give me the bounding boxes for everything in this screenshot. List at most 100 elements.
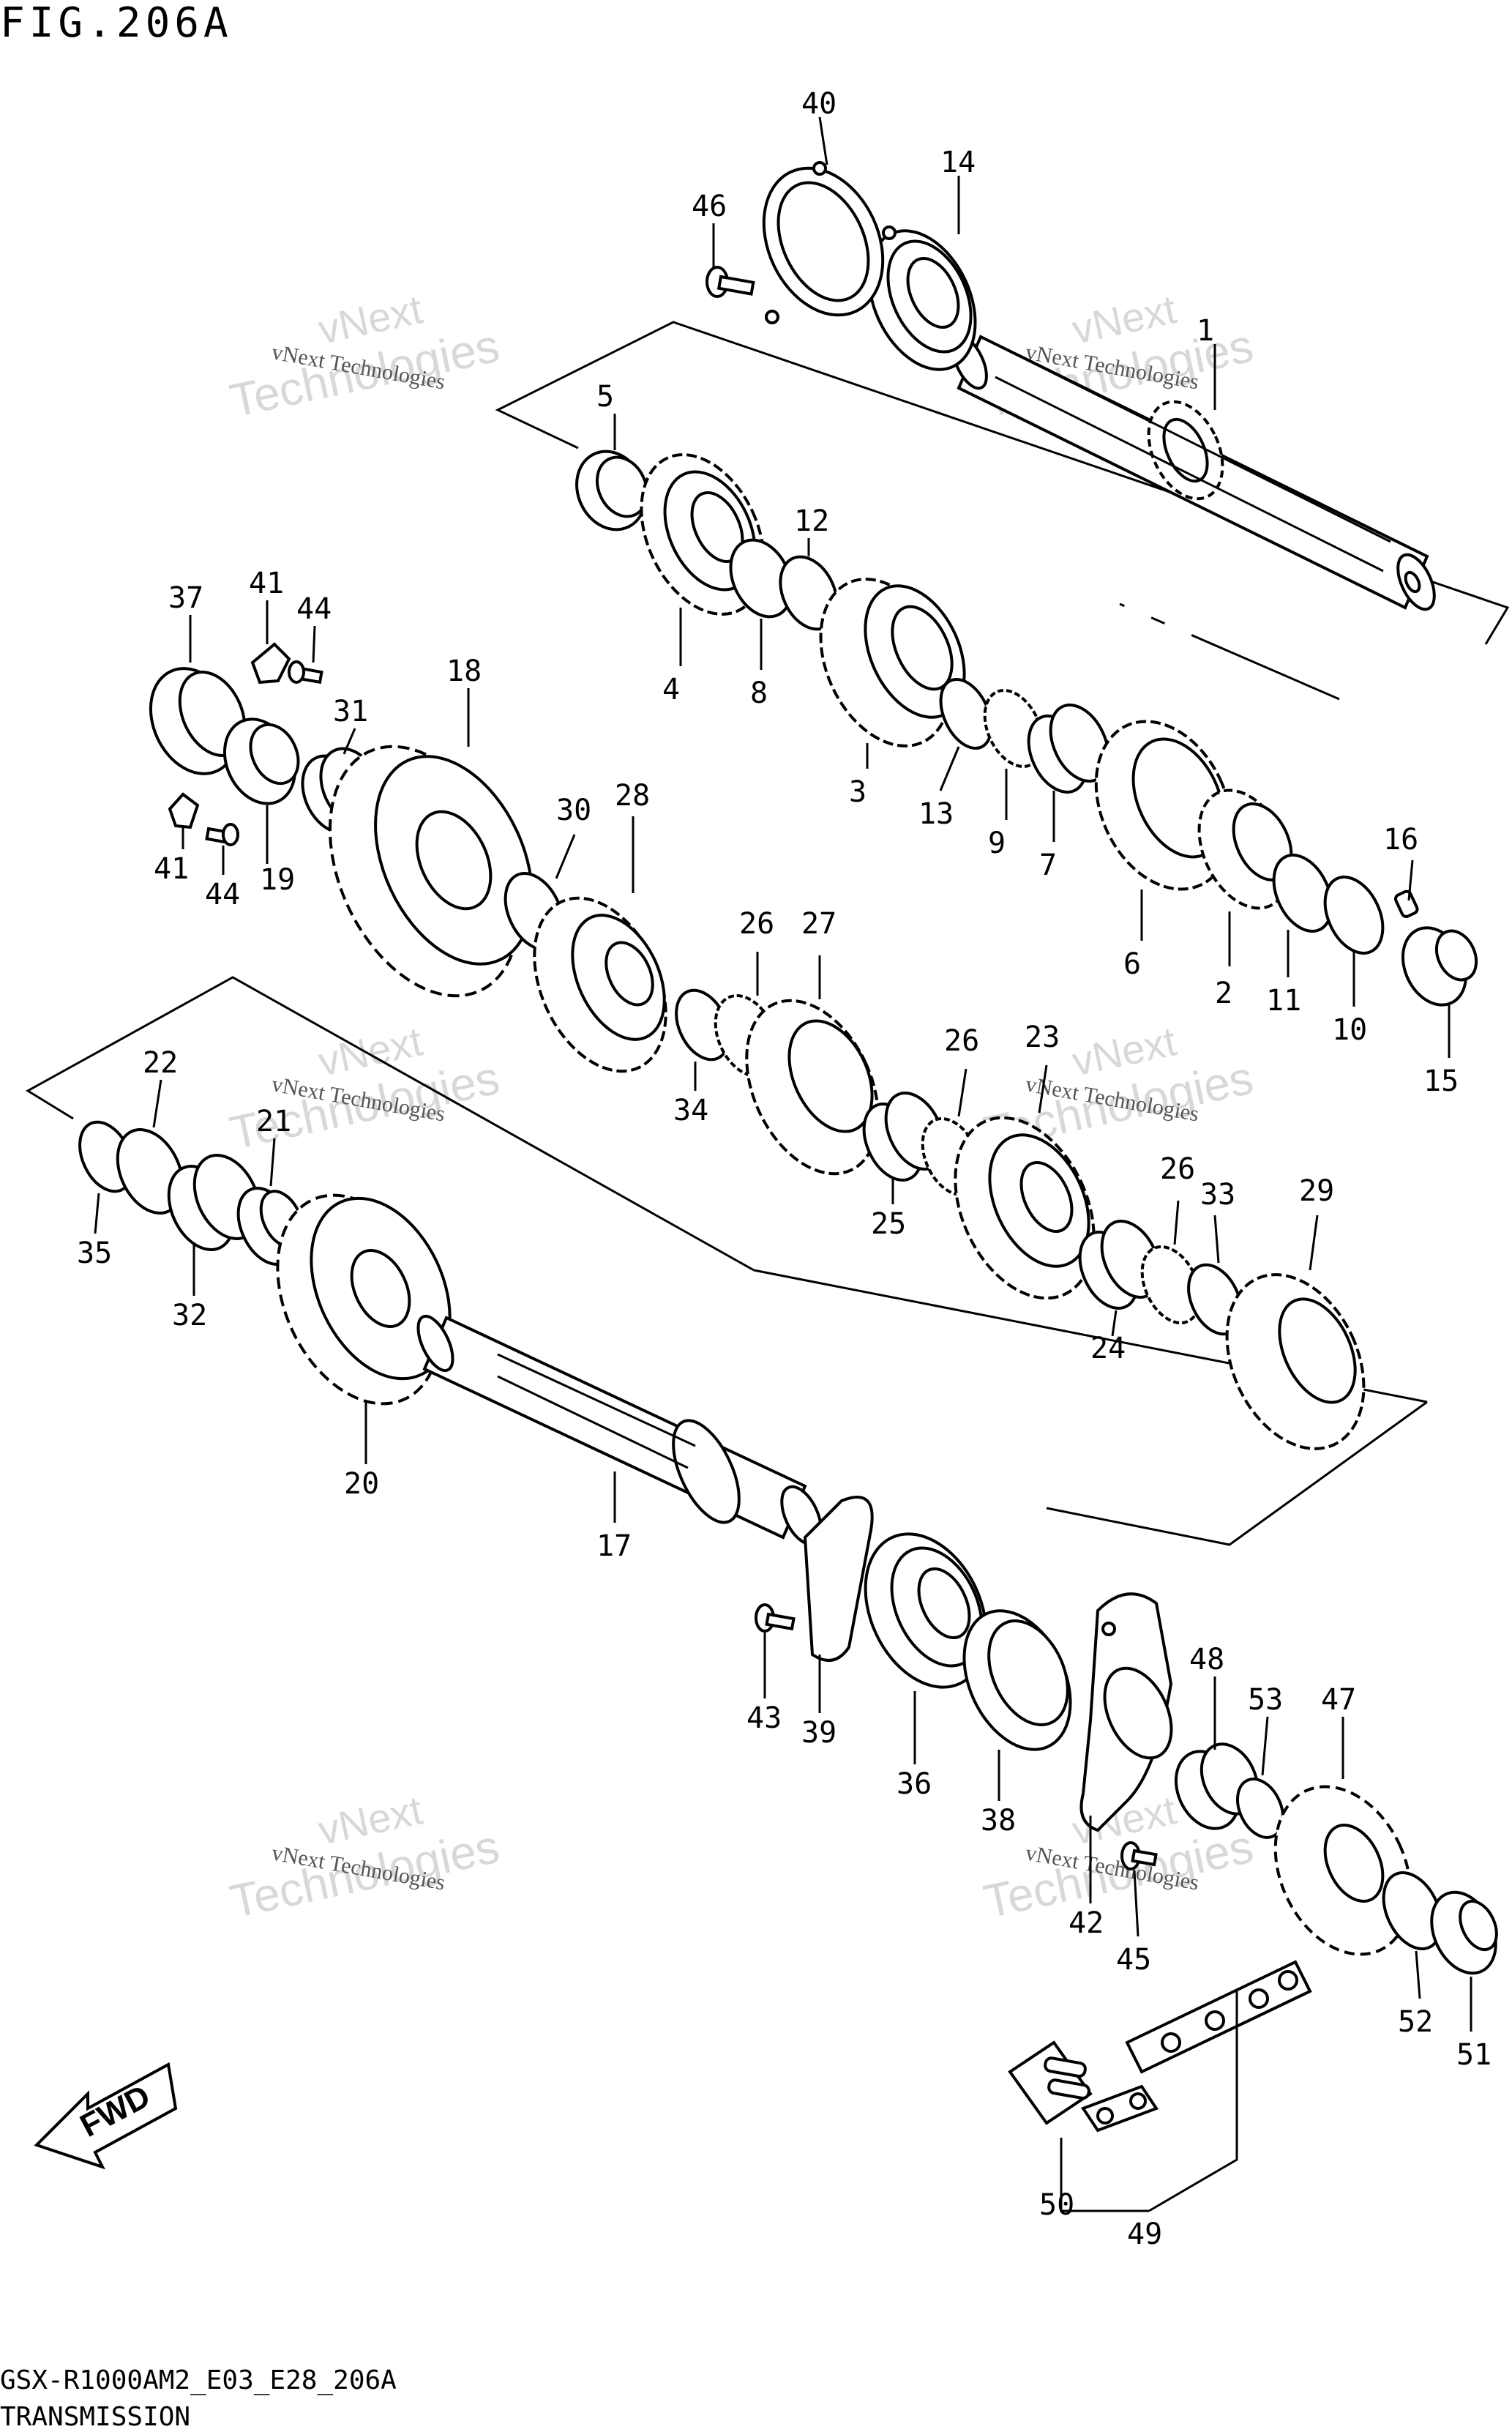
chain-joint-50: [1008, 2040, 1159, 2133]
gear-20: [276, 1193, 452, 1406]
bushing-5: [575, 450, 649, 531]
sprocket-47: [1273, 1785, 1412, 1956]
callout-12: 12: [794, 504, 829, 538]
callout-43: 43: [746, 1701, 782, 1735]
callout-51: 51: [1456, 2038, 1492, 2072]
gear-3: [819, 578, 966, 747]
callout-8: 8: [750, 676, 768, 710]
callout-41-bottom: 41: [154, 852, 189, 886]
callout-37: 37: [168, 581, 203, 615]
callout-23: 23: [1025, 1021, 1060, 1054]
callout-44-bottom: 44: [205, 878, 240, 911]
o-ring-53: [1236, 1778, 1284, 1839]
callout-5: 5: [596, 380, 614, 414]
needle-bearing-7: [1027, 704, 1110, 794]
plate-41-bottom: [168, 792, 200, 829]
washer-52: [1382, 1871, 1443, 1950]
callout-13: 13: [918, 797, 954, 831]
plate-41-top: [250, 642, 291, 685]
callout-26-a: 26: [739, 907, 774, 941]
fwd-direction-arrow: FWD: [34, 2062, 178, 2170]
callout-18: 18: [446, 654, 482, 688]
callout-3: 3: [849, 775, 867, 809]
screw-46: [706, 266, 755, 298]
callout-24: 24: [1090, 1332, 1126, 1365]
callout-1: 1: [1197, 314, 1214, 348]
gear-29: [1225, 1273, 1366, 1450]
callout-22: 22: [143, 1046, 178, 1080]
gear-23: [954, 1116, 1096, 1300]
callout-19: 19: [260, 863, 295, 897]
callout-6: 6: [1123, 947, 1141, 981]
callout-10: 10: [1332, 1013, 1367, 1047]
gear-28: [533, 896, 667, 1073]
callout-38: 38: [981, 1804, 1016, 1838]
callout-2: 2: [1215, 977, 1232, 1010]
callout-48: 48: [1189, 1643, 1224, 1676]
callout-34: 34: [673, 1094, 708, 1127]
bushing-19: [222, 717, 300, 805]
screw-43: [755, 1603, 796, 1633]
callout-14: 14: [940, 146, 976, 179]
plate-42: [1079, 1592, 1173, 1832]
callout-36: 36: [897, 1767, 932, 1801]
callout-50: 50: [1039, 2188, 1074, 2222]
figure-title: FIG.206A: [0, 0, 233, 47]
gear-2: [1197, 788, 1293, 910]
callout-39: 39: [801, 1716, 837, 1750]
callout-53: 53: [1248, 1683, 1283, 1717]
bearing-36: [864, 1532, 988, 1689]
callout-26-b: 26: [944, 1024, 979, 1058]
callout-labels: 1 2 3 4 5 6 7 8 9 10 11 12 13 14 15 16 1…: [77, 87, 1492, 2251]
callout-30: 30: [556, 794, 591, 827]
callout-25: 25: [871, 1207, 906, 1241]
pin-16: [1393, 889, 1419, 919]
screw-44-bottom: [205, 823, 239, 846]
callout-15: 15: [1423, 1064, 1459, 1098]
driveshaft-17: [416, 1314, 823, 1546]
callout-47: 47: [1321, 1683, 1356, 1717]
callout-46: 46: [692, 190, 727, 223]
oil-seal-38: [962, 1609, 1072, 1751]
callout-20: 20: [344, 1467, 379, 1501]
callout-11: 11: [1266, 984, 1301, 1018]
callout-16: 16: [1383, 823, 1418, 857]
washer-10: [1323, 876, 1385, 955]
section-name: TRANSMISSION: [0, 2402, 191, 2432]
callout-26-c: 26: [1160, 1152, 1195, 1186]
model-code: GSX-R1000AM2_E03_E28_206A: [0, 2365, 397, 2395]
screw-45: [1120, 1841, 1158, 1870]
gear-27: [745, 999, 880, 1176]
washer-22: [116, 1128, 184, 1215]
bearing-14: [867, 229, 977, 371]
callout-32: 32: [172, 1299, 207, 1332]
nut-51: [1430, 1890, 1498, 1975]
bushing-15: [1401, 926, 1478, 1007]
drive-chain-49: [1125, 1960, 1312, 2074]
circlip-13: [939, 677, 993, 750]
retainer-40: [762, 161, 897, 324]
countershaft: [951, 335, 1436, 611]
circlip-11: [1272, 854, 1333, 933]
leader-lines: [94, 116, 1472, 2212]
callout-49: 49: [1127, 2217, 1162, 2251]
callout-27: 27: [801, 907, 837, 941]
callout-17: 17: [596, 1529, 632, 1563]
callout-21: 21: [256, 1105, 291, 1138]
callout-7: 7: [1039, 848, 1057, 882]
watermark-1: Technologies vNext vNext Technologies: [225, 286, 504, 427]
callout-33: 33: [1200, 1178, 1235, 1212]
callout-52: 52: [1398, 2005, 1433, 2039]
callout-42: 42: [1068, 1906, 1104, 1940]
callout-35: 35: [77, 1236, 112, 1270]
gear-18: [328, 745, 534, 998]
watermark-5: Technologies vNext vNext Technologies: [225, 1786, 504, 1928]
callout-28: 28: [615, 779, 650, 813]
countershaft-gear: [1147, 400, 1224, 501]
callout-44-top: 44: [296, 592, 332, 626]
callout-31: 31: [333, 695, 368, 728]
callout-4: 4: [662, 673, 680, 706]
callout-41-top: 41: [249, 567, 284, 600]
callout-9: 9: [988, 827, 1006, 860]
